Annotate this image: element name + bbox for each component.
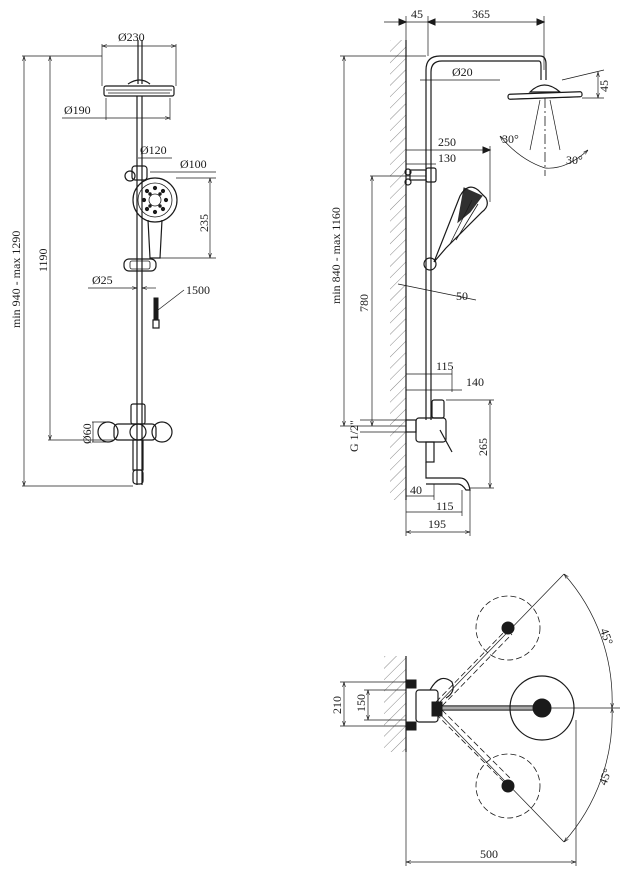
dim-w130: 130 bbox=[438, 151, 456, 165]
side-view: 45 365 Ø20 45 30° 30° bbox=[329, 7, 611, 536]
side-bracket bbox=[409, 169, 427, 181]
dim-w140: 140 bbox=[466, 375, 484, 389]
top-view: 210 150 45° 45° bbox=[330, 574, 620, 866]
dim-h235: 235 bbox=[197, 214, 211, 232]
wall-hatch bbox=[390, 40, 406, 500]
dim-d230: Ø230 bbox=[118, 30, 145, 44]
dim-d25: Ø25 bbox=[92, 273, 113, 287]
dim-range-front: min 940 - max 1290 bbox=[9, 231, 23, 328]
dim-thread: G 1/2" bbox=[347, 420, 361, 452]
dim-w115a: 115 bbox=[436, 359, 454, 373]
overhead-shower-side bbox=[507, 84, 583, 100]
dim-d100: Ø100 bbox=[180, 157, 207, 171]
dim-ang1: 30° bbox=[502, 132, 519, 146]
slider-holder bbox=[123, 258, 157, 272]
dim-h210: 210 bbox=[330, 696, 344, 714]
dim-top-ang1: 45° bbox=[597, 626, 616, 647]
hand-shower-side bbox=[423, 186, 488, 271]
dim-h265: 265 bbox=[476, 438, 490, 456]
dim-w40: 40 bbox=[410, 483, 422, 497]
dim-w195: 195 bbox=[428, 517, 446, 531]
dim-d60: Ø60 bbox=[80, 423, 94, 444]
dim-d120: Ø120 bbox=[140, 143, 167, 157]
dim-w365: 365 bbox=[472, 7, 490, 21]
mixer-front bbox=[97, 403, 173, 485]
dim-w500: 500 bbox=[480, 847, 498, 861]
dim-a45: 45 bbox=[597, 80, 611, 92]
dim-h150: 150 bbox=[354, 694, 368, 712]
dim-h1190: 1190 bbox=[36, 248, 50, 272]
dim-range-side: min 840 - max 1160 bbox=[329, 207, 343, 304]
hand-shower-front bbox=[132, 177, 178, 259]
dim-ang2: 30° bbox=[566, 153, 583, 167]
dim-d20: Ø20 bbox=[452, 65, 473, 79]
dim-d190: Ø190 bbox=[64, 103, 91, 117]
dim-h780: 780 bbox=[357, 294, 371, 312]
dim-w45: 45 bbox=[411, 7, 423, 21]
dim-top-ang2: 45° bbox=[596, 766, 615, 787]
dim-w50: 50 bbox=[456, 289, 468, 303]
dim-hose: 1500 bbox=[186, 283, 210, 297]
mixer-side bbox=[405, 399, 471, 491]
overhead-shower-front bbox=[103, 40, 175, 97]
wall-bracket bbox=[131, 165, 148, 181]
swing-position-lower bbox=[475, 753, 541, 819]
front-view: Ø230 Ø190 Ø120 Ø100 bbox=[9, 30, 216, 487]
wall-hatch-top bbox=[384, 656, 406, 752]
swing-position-upper bbox=[475, 595, 541, 661]
dim-w115b: 115 bbox=[436, 499, 454, 513]
dim-w250: 250 bbox=[438, 135, 456, 149]
